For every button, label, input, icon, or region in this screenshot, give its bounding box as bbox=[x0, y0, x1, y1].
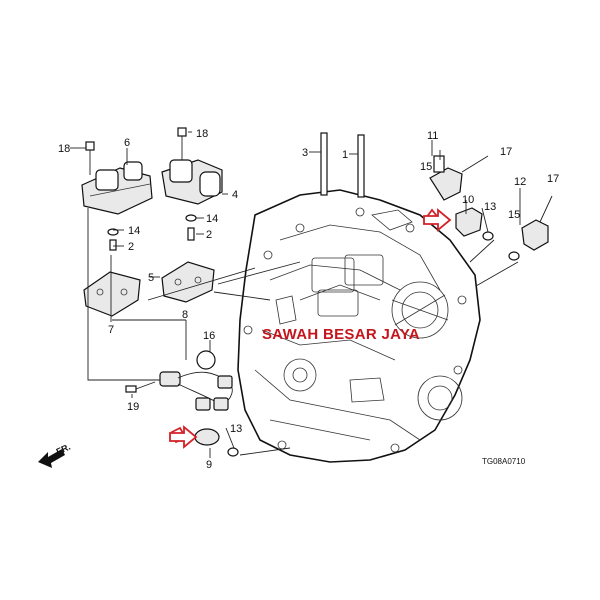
callout-18-left: 18 bbox=[58, 143, 70, 155]
bolt-18-right bbox=[177, 127, 187, 160]
callout-3: 3 bbox=[302, 147, 308, 159]
highlight-arrow-sensor-9 bbox=[169, 425, 198, 449]
callout-17-top: 17 bbox=[500, 146, 512, 158]
callout-9: 9 bbox=[206, 459, 212, 471]
callout-5: 5 bbox=[148, 272, 154, 284]
sensor-11 bbox=[429, 155, 489, 201]
gasket-7 bbox=[83, 271, 141, 317]
reference-code: TG08A0710 bbox=[482, 457, 526, 466]
callout-16: 16 bbox=[203, 330, 215, 342]
leader-lines bbox=[70, 131, 521, 458]
bolt-19 bbox=[125, 381, 156, 393]
callout-2-left: 2 bbox=[128, 241, 134, 253]
callout-6: 6 bbox=[124, 137, 130, 149]
oring-14-right bbox=[185, 214, 197, 241]
oring-16 bbox=[196, 350, 216, 370]
highlight-arrow-sensor-10 bbox=[423, 208, 452, 232]
front-arrow-icon bbox=[38, 449, 65, 468]
callout-17-right: 17 bbox=[547, 173, 559, 185]
callout-7: 7 bbox=[108, 324, 114, 336]
oring-14-left bbox=[107, 228, 119, 251]
callout-2-right: 2 bbox=[206, 229, 212, 241]
callout-19: 19 bbox=[127, 401, 139, 413]
sensor-12 bbox=[508, 195, 553, 261]
gasket-5 bbox=[161, 261, 215, 303]
callout-11: 11 bbox=[427, 130, 438, 142]
callout-15-left: 15 bbox=[420, 161, 432, 173]
callout-14-left: 14 bbox=[128, 225, 140, 237]
transmission-housing bbox=[237, 189, 481, 463]
solenoid-6 bbox=[81, 161, 153, 215]
dowel-pins bbox=[320, 132, 365, 198]
callout-12: 12 bbox=[514, 176, 526, 188]
callout-18-right: 18 bbox=[196, 128, 208, 140]
callout-1: 1 bbox=[342, 149, 348, 161]
callout-13-left: 13 bbox=[230, 423, 242, 435]
callout-4: 4 bbox=[232, 189, 238, 201]
front-indicator-label: FR. bbox=[55, 442, 72, 457]
callout-8: 8 bbox=[182, 309, 188, 321]
solenoid-4 bbox=[161, 159, 223, 205]
callout-10: 10 bbox=[462, 194, 474, 206]
watermark-text: SAWAH BESAR JAYA bbox=[262, 326, 420, 343]
wire-harness-8 bbox=[159, 371, 233, 411]
callout-14-right: 14 bbox=[206, 213, 218, 225]
callout-15-right: 15 bbox=[508, 209, 520, 221]
callouts: 18 6 18 4 14 2 14 2 5 7 8 16 19 3 1 11 1… bbox=[58, 128, 559, 471]
bolt-18-left bbox=[85, 141, 95, 175]
callout-13-right: 13 bbox=[484, 201, 496, 213]
